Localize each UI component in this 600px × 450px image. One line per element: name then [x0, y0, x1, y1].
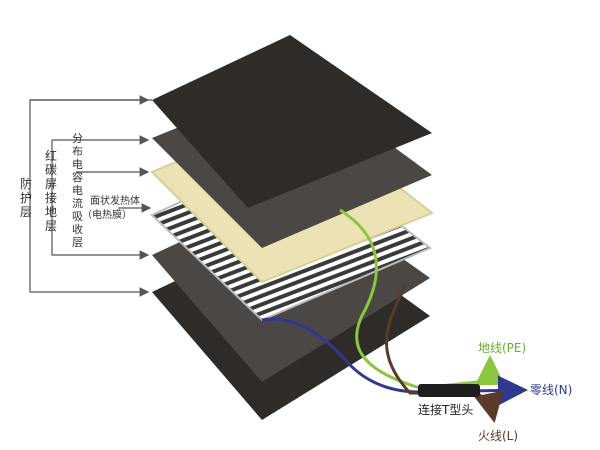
ground-wire-up [474, 355, 505, 386]
t-connector [418, 384, 480, 397]
neutral-wire [261, 317, 528, 406]
carbon-shield-layer-label: 红碳屏接地层 [45, 148, 57, 233]
ground-wire-label: 地线(PE) [478, 341, 526, 355]
heating-body-label-line1: 面状发热体 [90, 194, 140, 207]
connector-label: 连接T型头 [418, 402, 473, 417]
top-protective-layer [152, 35, 432, 208]
protective-layer-bracket [29, 95, 152, 297]
carbon-layer-bracket [51, 135, 150, 260]
heating-body-label-line2: （电热膜） [82, 208, 132, 221]
live-wire-label: 火线(L) [478, 429, 518, 443]
capacitive-absorb-layer-label: 分布电容电流吸收层 [72, 132, 83, 249]
protective-layer-label: 防护层 [20, 176, 32, 219]
live-wire [385, 284, 504, 423]
ground-wire [339, 208, 479, 390]
neutral-wire-label: 零线(N) [530, 383, 572, 397]
